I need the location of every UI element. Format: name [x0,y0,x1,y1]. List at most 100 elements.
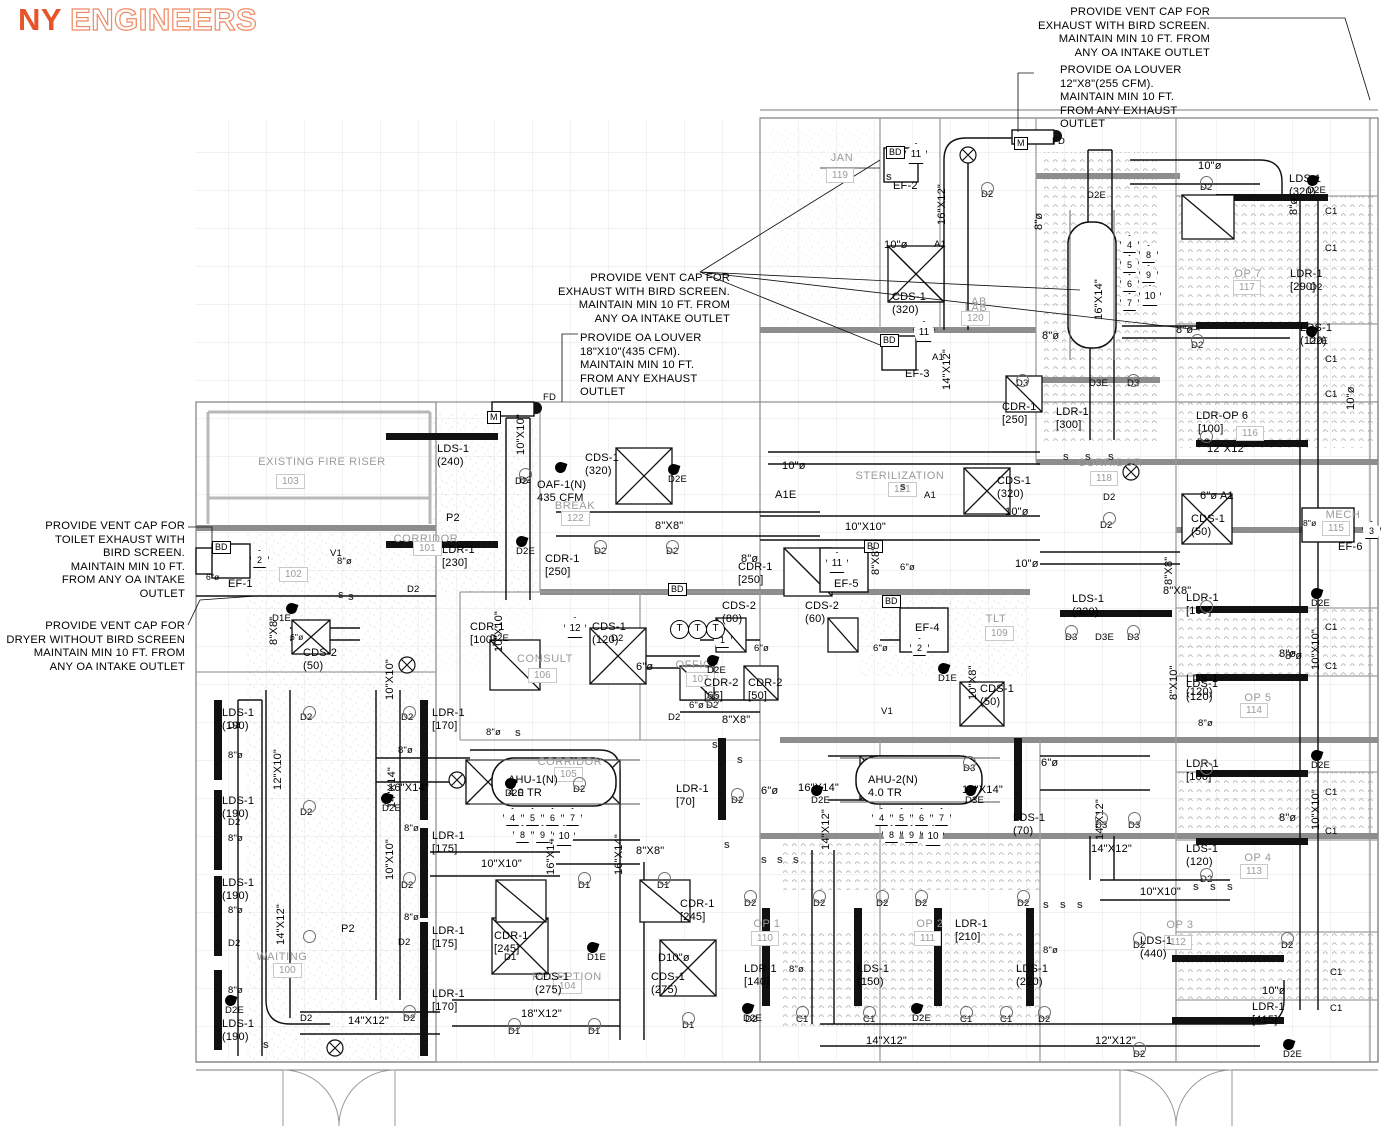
duct-size-label-vertical: 8"ø [1033,212,1045,230]
duct-tag-label: 14"X12" [866,1035,908,1047]
room-number-label: 115 [1322,521,1350,536]
diffuser-circle-symbol [403,706,416,719]
duct-tag-label: D2 [1281,940,1294,951]
diffuser-circle-symbol [915,890,928,903]
duct-tag-label: D2 [745,1014,758,1025]
duct-tag-label: CDR-1 [250] [1002,401,1037,426]
room-number-label: 114 [1240,703,1268,718]
diffuser-circle-symbol [1103,512,1116,525]
duct-tag-label: V1 [330,548,343,559]
duct-size-label-vertical: 8"X10" [1168,665,1180,700]
duct-tag-label: EF-4 [915,622,940,634]
room-name-label: TLT [985,613,1007,625]
duct-tag-label: D2 [1310,282,1323,293]
duct-tag-label: 10"ø [884,239,908,251]
duct-tag-label: D3E [1089,378,1109,389]
diffuser-circle-symbol [876,890,889,903]
duct-size-label-vertical: 10"X10" [515,413,527,455]
diffuser-circle-symbol [403,1005,416,1018]
duct-tag-label: LDS-1 (120) [1186,673,1219,698]
room-number-label: 109 [985,626,1014,641]
duct-tag-label: D1E [938,673,958,684]
duct-tag-label: 10"ø [782,460,806,472]
room-name-label: MECH [1325,509,1361,521]
duct-tag-label: D2E [225,1005,245,1016]
duct-size-label-vertical: 14"X12" [275,903,287,945]
duct-tag-label: EF-6 [1338,541,1363,553]
room-number-label: 120 [961,311,990,326]
duct-tag-label: 12"X12" [1207,443,1249,455]
duct-tag-label: C1 [1000,1014,1013,1025]
duct-tag-label: FD [1052,136,1066,147]
duct-tag-label: C1 [1325,661,1338,672]
duct-tag-label: LDR-1 [290] [1290,268,1323,293]
duct-tag-label: D3E [965,795,985,806]
duct-tag-label: D1 [578,880,591,891]
diffuser-circle-symbol [1127,374,1140,387]
duct-tag-label: D2 [876,898,889,909]
duct-tag-label: 8"X8" [1163,585,1192,597]
room-number-label: 104 [553,979,582,994]
duct-tag-label: EF-1 [228,578,253,590]
duct-size-label-vertical: 16"X14" [613,833,625,875]
diffuser-circle-symbol [303,800,316,813]
room-name-label: CORRIDOR [537,756,603,768]
diffuser-circle-symbol [1095,812,1108,825]
duct-tag-label: CDR-1 [250] [545,553,580,578]
duct-tag-label: D1E [272,613,292,624]
duct-tag-label: 8"ø [486,727,502,738]
duct-tag-label: D2 [228,720,241,731]
duct-tag-label: CDS-1 (320) [997,475,1032,500]
duct-tag-label: 8"ø [337,556,353,567]
duct-tag-label: 10"ø [1015,558,1039,570]
duct-tag-label: D1 [504,952,517,963]
duct-tag-label: CDR-1 [250] [738,561,773,586]
diffuser-circle-symbol [1017,890,1030,903]
duct-tag-label: D2 [744,898,757,909]
duct-tag-label: LDS-1 (190) [222,877,255,902]
thermostat-icon[interactable]: T [688,620,707,639]
room-number-label: 118 [1090,471,1118,486]
room-name-label: CORRIDOR [393,533,459,545]
duct-tag-label: CDR-1 [245] [680,898,715,923]
duct-tag-label: CDS-1 (320) [585,452,620,477]
diffuser-circle-symbol [1133,932,1146,945]
duct-tag-label: CDR-1 [245] [494,930,529,955]
duct-tag-label: D2E [382,803,402,814]
duct-tag-label: D2E [811,795,831,806]
diffuser-circle-symbol [1200,762,1213,775]
duct-tag-label: 8"ø [404,823,420,834]
duct-tag-label: D2E [1307,185,1327,196]
thermostat-icon[interactable]: T [706,620,725,639]
diffuser-circle-symbol [594,540,607,553]
duct-tag-label: D2 [813,898,826,909]
diffuser-circle-symbol [796,1006,809,1019]
duct-tag-label: CDS-2 (60) [805,600,840,625]
diffuser-circle-symbol [1200,600,1213,613]
flex-duct-symbol: S [737,755,743,765]
diffuser-circle-symbol [1127,625,1140,638]
diffuser-circle-symbol [682,1012,695,1025]
duct-tag-label: C1 [1325,243,1338,254]
duct-tag-label: 16"X14" [388,782,430,794]
room-number-label: 113 [1240,864,1268,879]
diffuser-circle-symbol [1200,868,1213,881]
diffuser-circle-symbol [813,890,826,903]
thermostat-icon[interactable]: T [670,620,689,639]
duct-tag-label: D2E [1087,190,1107,201]
duct-tag-label: D3E [1095,632,1115,643]
duct-tag-label: 8"ø [404,912,420,923]
room-name-label: CONSULT [517,653,573,665]
duct-size-label-vertical: 8"X8" [1163,556,1175,585]
room-name-label: CORRIDOR [1077,457,1143,469]
room-number-label: 119 [826,168,854,183]
room-name-label: OP 2 [916,918,944,930]
duct-tag-label: D2 [228,938,241,949]
brand-ny: NY [18,2,63,37]
flex-duct-symbol: S [724,840,730,850]
flex-duct-symbol: S [515,728,521,738]
diffuser-circle-symbol [666,540,679,553]
room-name-label: BREAK [554,500,596,512]
duct-tag-label: D1 [588,1026,601,1037]
